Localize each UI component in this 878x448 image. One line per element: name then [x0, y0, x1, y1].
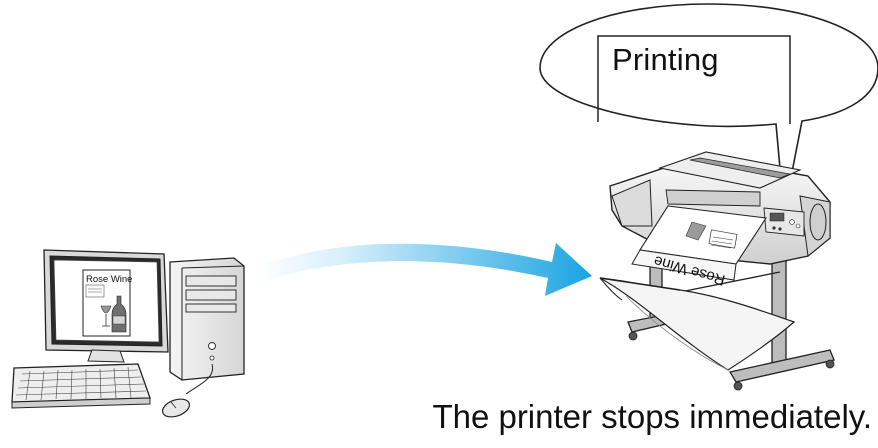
caption: The printer stops immediately.	[432, 398, 872, 435]
computer-tower	[169, 257, 245, 381]
mouse	[161, 363, 214, 418]
computer	[11, 249, 245, 418]
keyboard	[11, 363, 151, 409]
printer	[599, 151, 835, 391]
printer-control-panel	[763, 207, 805, 237]
printed-paper	[631, 205, 767, 281]
computer-monitor	[43, 249, 169, 363]
monitor-document-title: Rose Wine	[86, 274, 132, 285]
transfer-arrow	[258, 243, 592, 296]
output-basket	[599, 277, 796, 371]
speech-balloon-label: Printing	[612, 42, 719, 77]
speech-balloon	[539, 3, 878, 214]
